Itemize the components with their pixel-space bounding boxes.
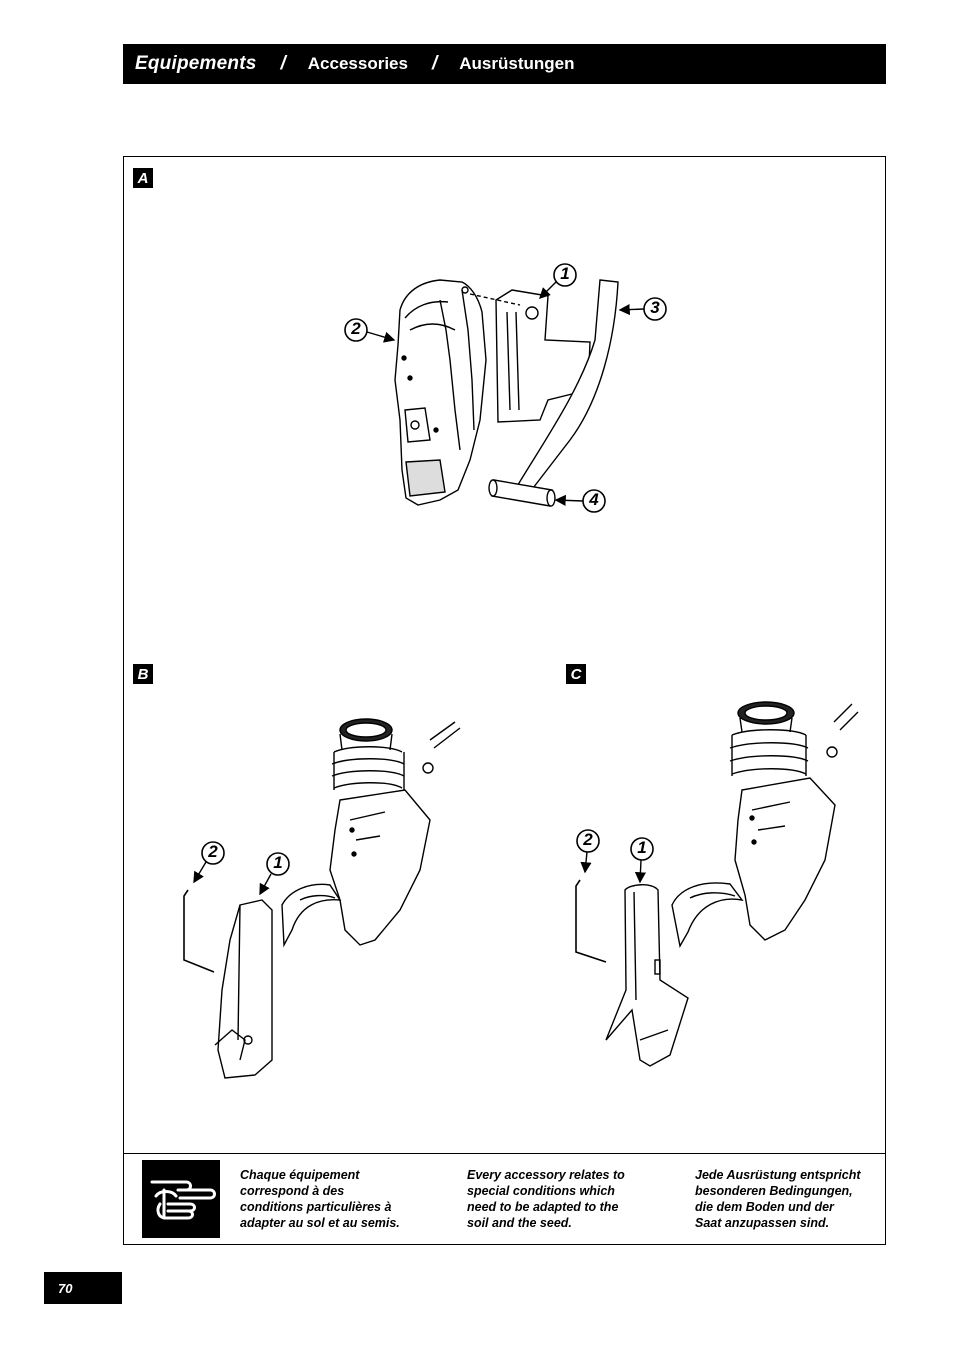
title-de: Ausrüstungen — [459, 54, 575, 73]
coulter-body — [394, 279, 487, 506]
note-text-de: Jede Ausrüstung entspricht besonderen Be… — [695, 1168, 861, 1230]
figure-label-b: B — [133, 664, 153, 684]
section-header: Equipements / Accessories / Ausrüstungen — [123, 44, 886, 84]
figure-b-drawing — [183, 718, 461, 1079]
title-fr: Equipements — [135, 53, 257, 74]
figure-c-drawing — [575, 701, 859, 1067]
callout-a-1 — [539, 263, 577, 299]
callout-a-2 — [344, 318, 396, 343]
callout-a-4 — [554, 489, 606, 513]
title-separator: / — [431, 53, 438, 74]
figure-a-drawing — [394, 279, 619, 507]
roller — [488, 479, 556, 507]
title-separator: / — [280, 53, 286, 74]
page-number: 70 — [44, 1272, 122, 1304]
figure-frame — [123, 156, 886, 1245]
seed-tube — [331, 718, 461, 790]
bracket-plate — [469, 289, 591, 423]
callout-c-2-number: 2 — [583, 830, 593, 849]
title-en: Accessories — [307, 54, 408, 73]
note-text-en: Every accessory relates to special condi… — [467, 1168, 625, 1230]
callout-a-4-number: 4 — [589, 490, 599, 509]
figure-label-a: A — [133, 168, 153, 188]
callout-a-3 — [618, 297, 667, 321]
callout-a-3-number: 3 — [650, 298, 660, 317]
callout-b-1-number: 1 — [273, 853, 283, 872]
callout-b-2 — [193, 841, 225, 884]
coulter-shank — [281, 789, 431, 948]
figure-label-c: C — [566, 664, 586, 684]
callout-a-1-number: 1 — [560, 264, 570, 283]
wire-pin — [183, 889, 215, 973]
note-text-fr: Chaque équipement correspond à des condi… — [240, 1168, 400, 1230]
coulter-shank — [671, 777, 836, 948]
fin-plate — [605, 884, 689, 1067]
callout-b-1 — [259, 852, 290, 896]
callout-c-2 — [576, 829, 600, 874]
callout-a-2-number: 2 — [351, 319, 361, 338]
depth-plate — [214, 899, 273, 1079]
pointing-hand-icon — [142, 1160, 220, 1238]
seed-tube — [729, 701, 859, 776]
wire-pin — [575, 879, 607, 963]
callout-c-1-number: 1 — [637, 838, 647, 857]
note-row — [123, 1153, 886, 1245]
callout-c-1 — [630, 837, 654, 884]
callout-b-2-number: 2 — [208, 842, 218, 861]
